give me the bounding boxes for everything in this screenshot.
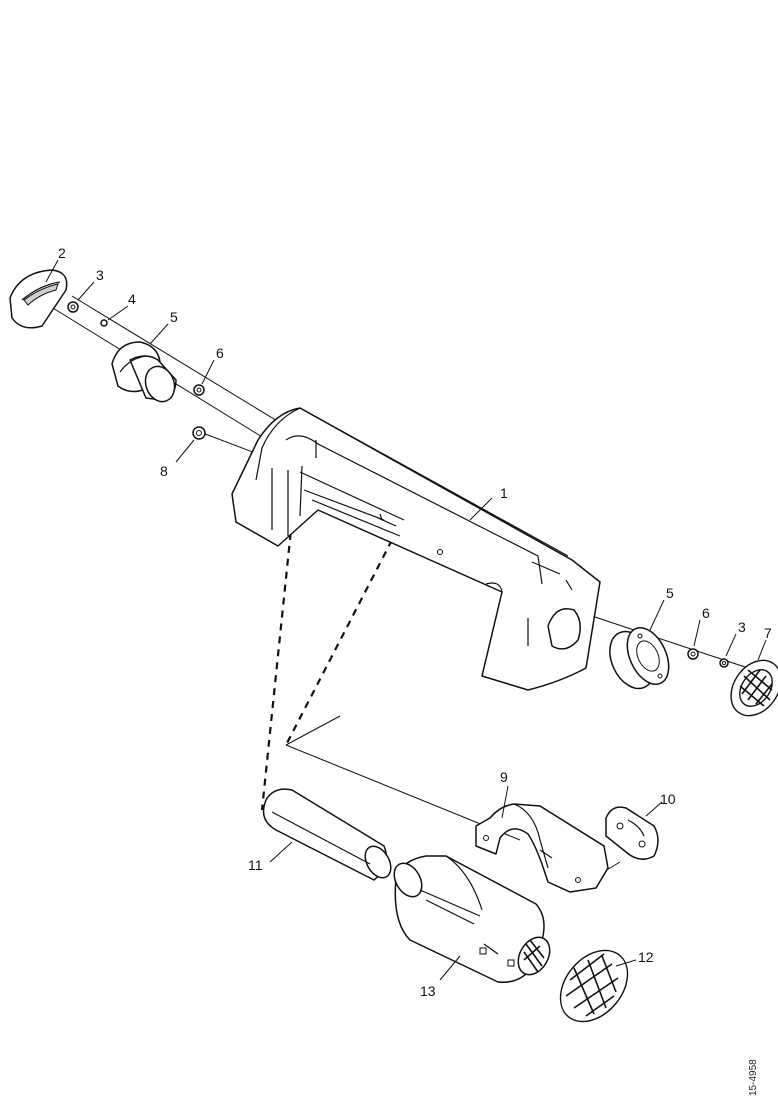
callout-3-left: 3 bbox=[96, 267, 104, 283]
part-3-nut-left bbox=[67, 301, 79, 313]
callout-6-right: 6 bbox=[702, 605, 710, 621]
callout-4: 4 bbox=[128, 291, 136, 307]
callout-10: 10 bbox=[660, 791, 676, 807]
part-6-nut-right bbox=[687, 648, 699, 660]
leader-lines bbox=[45, 259, 767, 981]
part-12-inlet-grille bbox=[559, 949, 629, 1023]
part-5-flange-right bbox=[609, 627, 670, 690]
callout-1: 1 bbox=[500, 485, 508, 501]
part-8-screw-left bbox=[192, 426, 206, 440]
part-2-end-cap bbox=[9, 269, 68, 329]
callout-5-left: 5 bbox=[170, 309, 178, 325]
callout-11: 11 bbox=[248, 857, 263, 873]
callout-labels: 1 2 3 4 5 6 8 5 6 3 7 9 10 11 12 13 bbox=[58, 245, 772, 999]
callout-8: 8 bbox=[160, 463, 168, 479]
figure-code-text: 15-4958 bbox=[748, 1059, 759, 1096]
callout-6-left: 6 bbox=[216, 345, 224, 361]
part-10-mounting-plate bbox=[605, 806, 659, 860]
callout-2: 2 bbox=[58, 245, 66, 261]
callout-12: 12 bbox=[638, 949, 654, 965]
callout-9: 9 bbox=[500, 769, 508, 785]
part-1-main-housing bbox=[231, 407, 601, 691]
callout-13: 13 bbox=[420, 983, 436, 999]
part-11-hose bbox=[262, 788, 392, 881]
dashed-assembly-lines bbox=[260, 519, 393, 811]
part-4-washer bbox=[100, 319, 108, 327]
callout-3-right: 3 bbox=[738, 619, 746, 635]
part-5-flange-left bbox=[111, 341, 177, 403]
callout-7: 7 bbox=[764, 625, 772, 641]
part-6-screw-left bbox=[193, 384, 205, 396]
part-9-bracket bbox=[475, 803, 609, 893]
part-3-nut-right bbox=[719, 658, 729, 668]
part-7-outlet-grille bbox=[730, 659, 778, 717]
figure-code: 15-4958 bbox=[748, 1052, 766, 1096]
part-13-heater-body bbox=[393, 855, 551, 983]
callout-5-right: 5 bbox=[666, 585, 674, 601]
